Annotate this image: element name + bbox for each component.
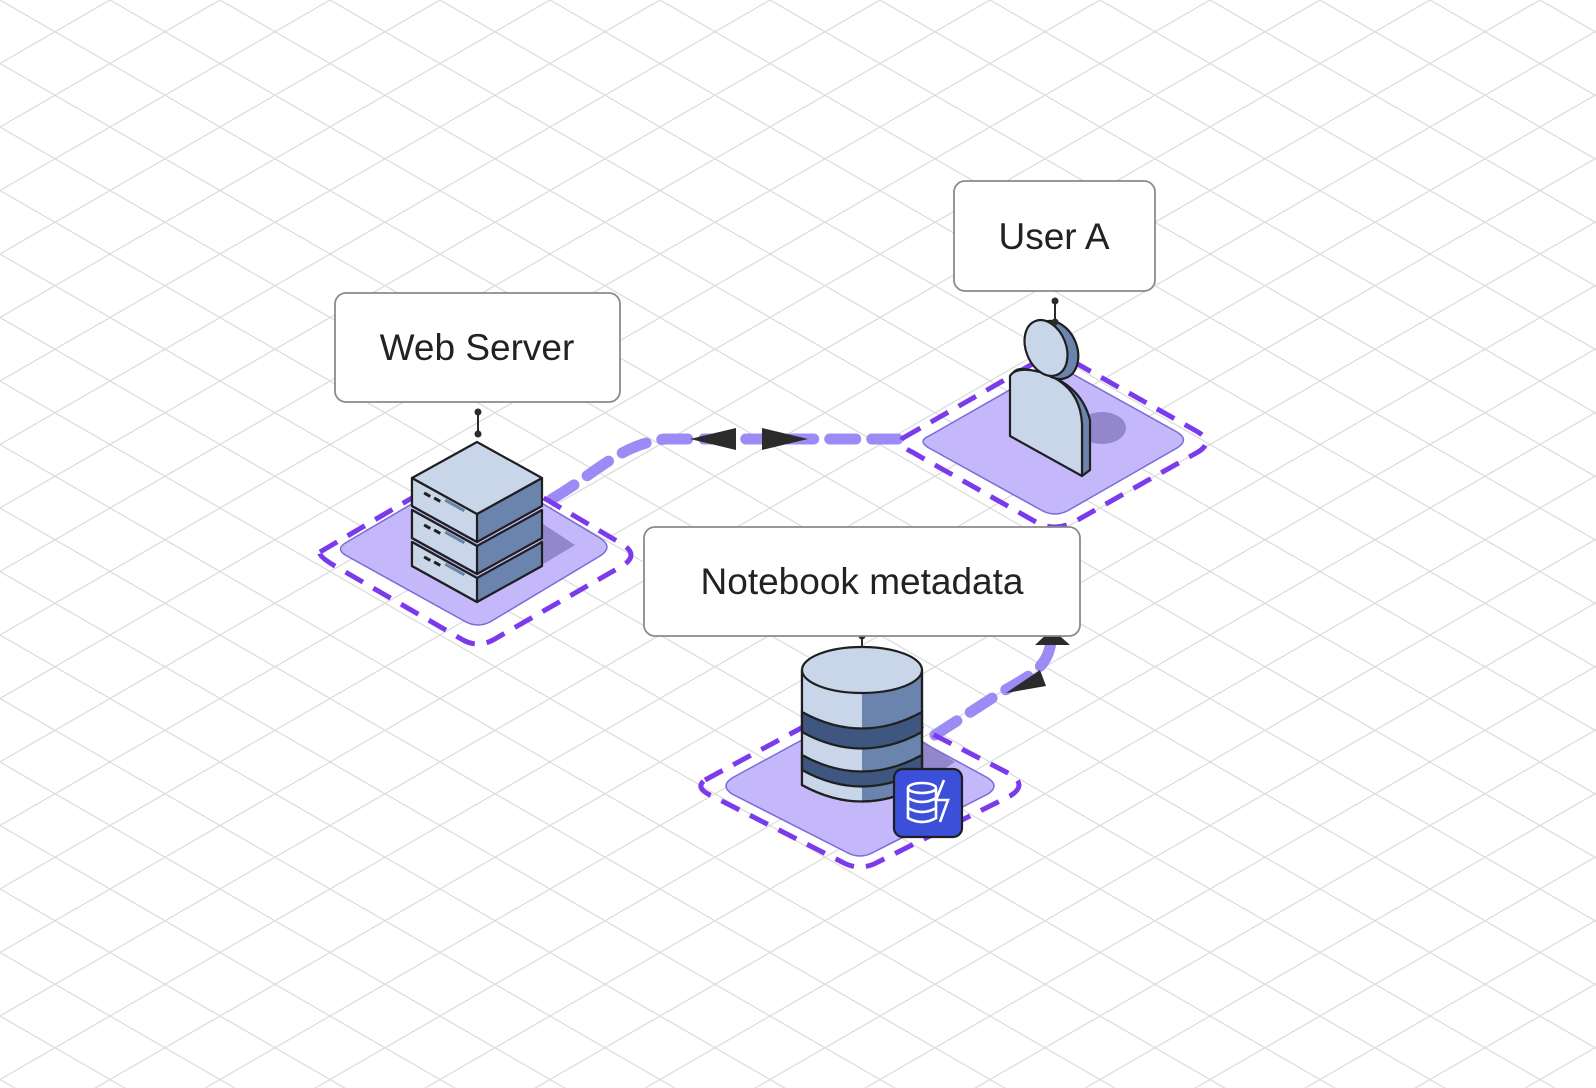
notebook-metadata-label: Notebook metadata <box>701 561 1024 602</box>
web-server-label: Web Server <box>380 327 575 368</box>
arrowhead-right <box>762 428 808 450</box>
label-box <box>953 180 1156 292</box>
platform-dashed-outline <box>698 698 1022 870</box>
connector-database-user[interactable] <box>929 619 1070 741</box>
connector-webserver-user[interactable] <box>546 428 911 505</box>
dynamodb-icon <box>892 767 964 839</box>
server-rack-icon <box>410 440 544 604</box>
node-user-a[interactable]: User A <box>898 180 1209 530</box>
arrowhead-down-left <box>1006 670 1046 693</box>
label-box <box>334 292 621 403</box>
arrowhead-left <box>690 428 736 450</box>
platform-dashed-outline <box>317 461 634 647</box>
node-web-server[interactable]: Web Server <box>317 292 634 647</box>
node-notebook-metadata[interactable]: Notebook metadata <box>643 526 1081 870</box>
user-a-label: User A <box>998 216 1109 257</box>
database-icon <box>800 645 924 803</box>
user-icon <box>1008 318 1092 478</box>
label-box <box>643 526 1081 637</box>
arrowhead-up <box>1035 629 1070 645</box>
